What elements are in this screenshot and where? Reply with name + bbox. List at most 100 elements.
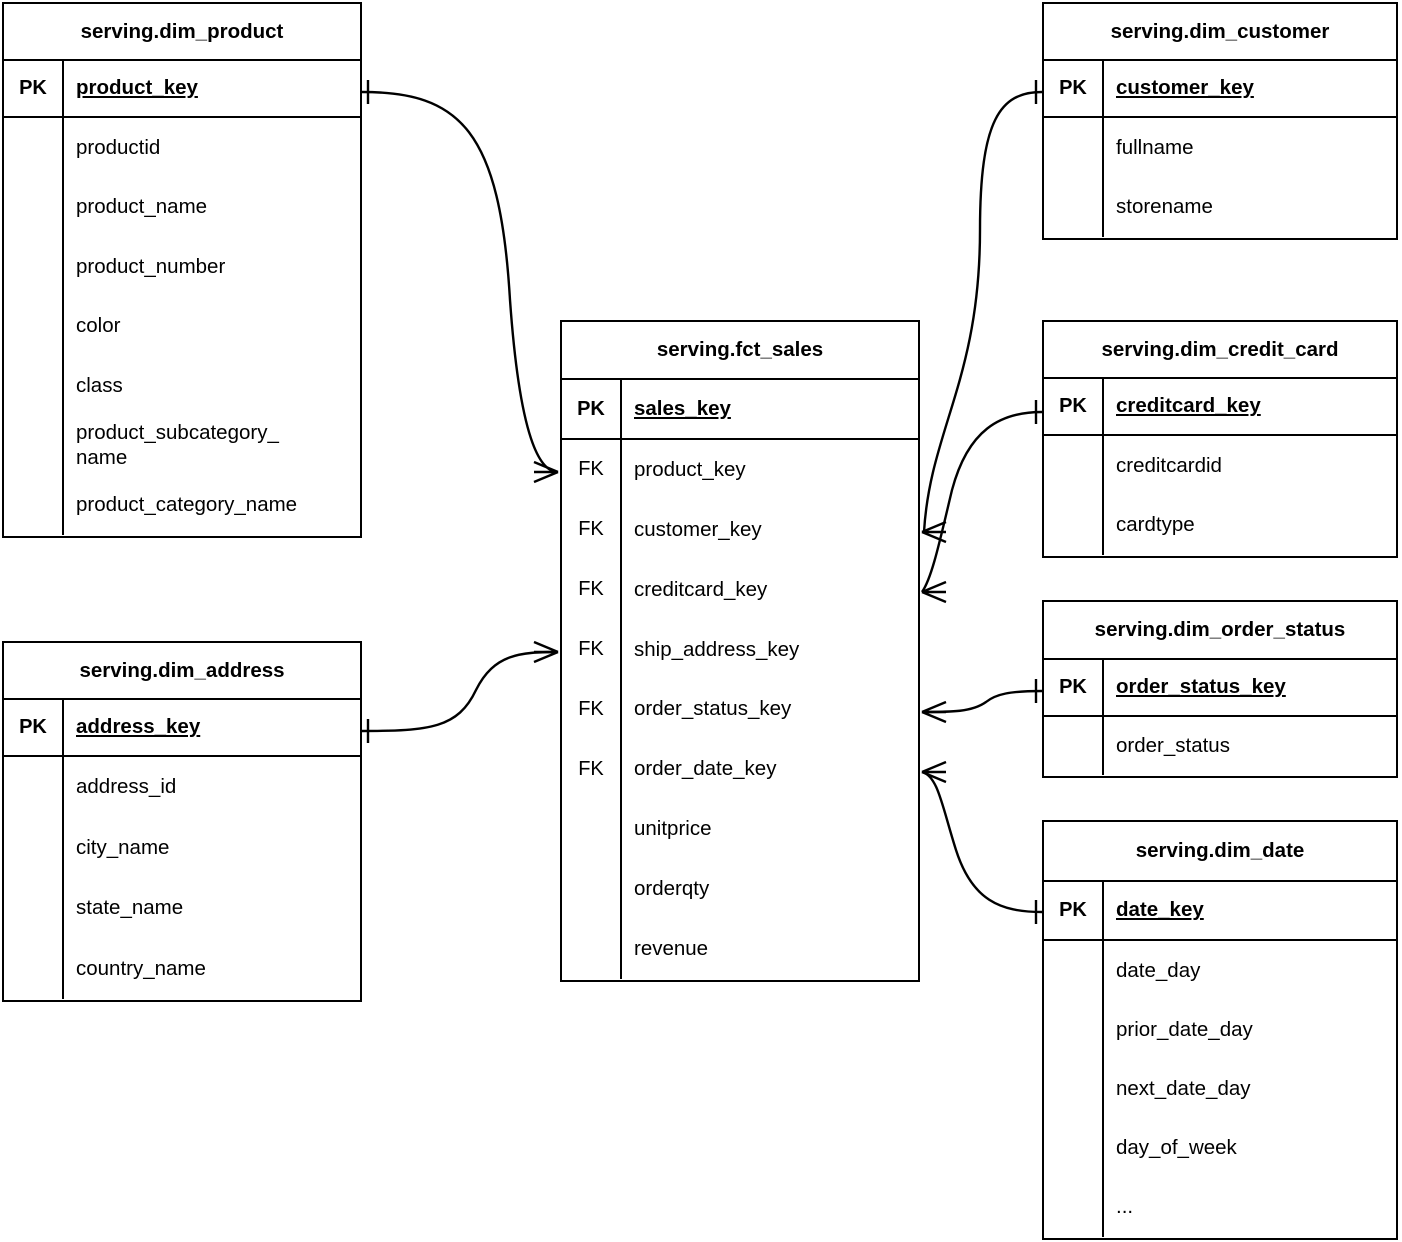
pk-row-dim-customer: PK customer_key <box>1044 61 1396 118</box>
attribute-row: product_name <box>4 177 360 238</box>
link-path-date <box>921 770 1043 914</box>
attribute-row: FK ship_address_key <box>562 619 918 680</box>
attributes-dim-order-status: order_status <box>1044 717 1396 775</box>
key-label <box>1044 436 1104 496</box>
attribute-row: order_status <box>1044 717 1396 775</box>
attribute-name: orderqty <box>634 877 710 901</box>
crowfoot-address <box>533 640 559 664</box>
pk-row-dim-product: PK product_key <box>4 61 360 118</box>
pk-label: PK <box>4 61 64 116</box>
attribute-row: product_number <box>4 237 360 297</box>
crowfoot-date <box>921 760 947 784</box>
pk-row-fct-sales: PK sales_key <box>562 380 918 440</box>
link-path-product <box>361 90 559 474</box>
relationship-customer <box>921 80 1043 544</box>
attribute-name: next_date_day <box>1116 1076 1251 1100</box>
key-label: FK <box>562 559 622 620</box>
relationship-orderstatus <box>921 679 1043 724</box>
pk-row-dim-address: PK address_key <box>4 700 360 757</box>
attribute-row: FK product_key <box>562 440 918 500</box>
attribute-row: next_date_day <box>1044 1059 1396 1119</box>
attribute-row: FK creditcard_key <box>562 559 918 620</box>
key-label <box>4 475 64 536</box>
attribute-row: creditcardid <box>1044 436 1396 496</box>
attribute-name: class <box>76 374 123 397</box>
key-label <box>1044 1059 1104 1119</box>
attribute-row: FK order_status_key <box>562 679 918 740</box>
entity-title-dim-date: serving.dim_date <box>1044 822 1396 882</box>
key-label <box>1044 941 1104 1001</box>
attribute-name: productid <box>76 135 161 159</box>
attribute-row: ... <box>1044 1177 1396 1238</box>
entity-dim-order-status[interactable]: serving.dim_order_status PK order_status… <box>1042 600 1398 778</box>
entity-dim-product[interactable]: serving.dim_product PK product_key produ… <box>2 2 362 538</box>
attribute-row: product_subcategory_ name <box>4 415 360 476</box>
attribute-name: day_of_week <box>1116 1136 1237 1160</box>
entity-title-dim-customer: serving.dim_customer <box>1044 4 1396 61</box>
entity-dim-date[interactable]: serving.dim_date PK date_key date_day pr… <box>1042 820 1398 1240</box>
crowfoot-product <box>533 460 559 484</box>
attribute-row: FK customer_key <box>562 499 918 560</box>
attribute-row: color <box>4 296 360 357</box>
entity-dim-customer[interactable]: serving.dim_customer PK customer_key ful… <box>1042 2 1398 240</box>
attribute-name: ... <box>1116 1195 1134 1219</box>
pk-label: PK <box>1044 660 1104 715</box>
key-label <box>562 799 622 860</box>
entity-title-dim-credit-card: serving.dim_credit_card <box>1044 322 1396 379</box>
key-label <box>1044 495 1104 555</box>
entity-dim-credit-card[interactable]: serving.dim_credit_card PK creditcard_ke… <box>1042 320 1398 558</box>
entity-dim-address[interactable]: serving.dim_address PK address_key addre… <box>2 641 362 1002</box>
attribute-name: creditcard_key <box>634 577 768 601</box>
key-label <box>4 938 64 999</box>
key-label <box>1044 717 1104 775</box>
attributes-dim-date: date_day prior_date_day next_date_day da… <box>1044 941 1396 1238</box>
attribute-name: fullname <box>1116 135 1194 159</box>
attribute-name: revenue <box>634 936 709 960</box>
pk-name: creditcard_key <box>1116 394 1261 418</box>
attribute-name: color <box>76 314 121 338</box>
link-path-address <box>361 650 559 733</box>
attribute-name: product_name <box>76 195 208 219</box>
attribute-row: country_name <box>4 938 360 999</box>
key-label <box>562 919 622 980</box>
attribute-row: date_day <box>1044 941 1396 1001</box>
attribute-row: fullname <box>1044 118 1396 178</box>
attribute-row: class <box>4 356 360 416</box>
attribute-name: prior_date_day <box>1116 1017 1253 1041</box>
key-label <box>4 177 64 238</box>
key-label <box>4 356 64 416</box>
pk-name: address_key <box>76 715 201 739</box>
attribute-row: address_id <box>4 757 360 818</box>
key-label: FK <box>562 619 622 680</box>
attribute-name: product_key <box>634 457 746 481</box>
pk-label: PK <box>562 380 622 438</box>
key-label <box>1044 177 1104 237</box>
attribute-name: ship_address_key <box>634 637 800 661</box>
attributes-dim-product: productid product_name product_number co… <box>4 118 360 536</box>
relationship-creditcard <box>921 400 1043 604</box>
pk-name: product_key <box>76 76 198 100</box>
attribute-row: orderqty <box>562 859 918 920</box>
key-label <box>1044 1177 1104 1238</box>
pk-row-dim-order-status: PK order_status_key <box>1044 660 1396 717</box>
attribute-row: storename <box>1044 177 1396 237</box>
link-path-customer <box>922 90 1043 533</box>
pk-name: sales_key <box>634 396 731 420</box>
attribute-name: product_number <box>76 254 226 278</box>
attribute-name: country_name <box>76 956 206 980</box>
attribute-name: order_date_key <box>634 757 777 781</box>
attributes-dim-credit-card: creditcardid cardtype <box>1044 436 1396 555</box>
attribute-row: revenue <box>562 919 918 980</box>
crowfoot-creditcard <box>921 580 947 604</box>
attribute-row: state_name <box>4 878 360 939</box>
entity-fct-sales[interactable]: serving.fct_sales PK sales_key FK produc… <box>560 320 920 982</box>
key-label <box>4 878 64 939</box>
pk-label: PK <box>1044 882 1104 939</box>
relationship-address <box>361 640 559 743</box>
attribute-row: day_of_week <box>1044 1118 1396 1178</box>
pk-label: PK <box>1044 61 1104 116</box>
key-label <box>562 859 622 920</box>
attribute-row: cardtype <box>1044 495 1396 555</box>
attributes-dim-customer: fullname storename <box>1044 118 1396 237</box>
